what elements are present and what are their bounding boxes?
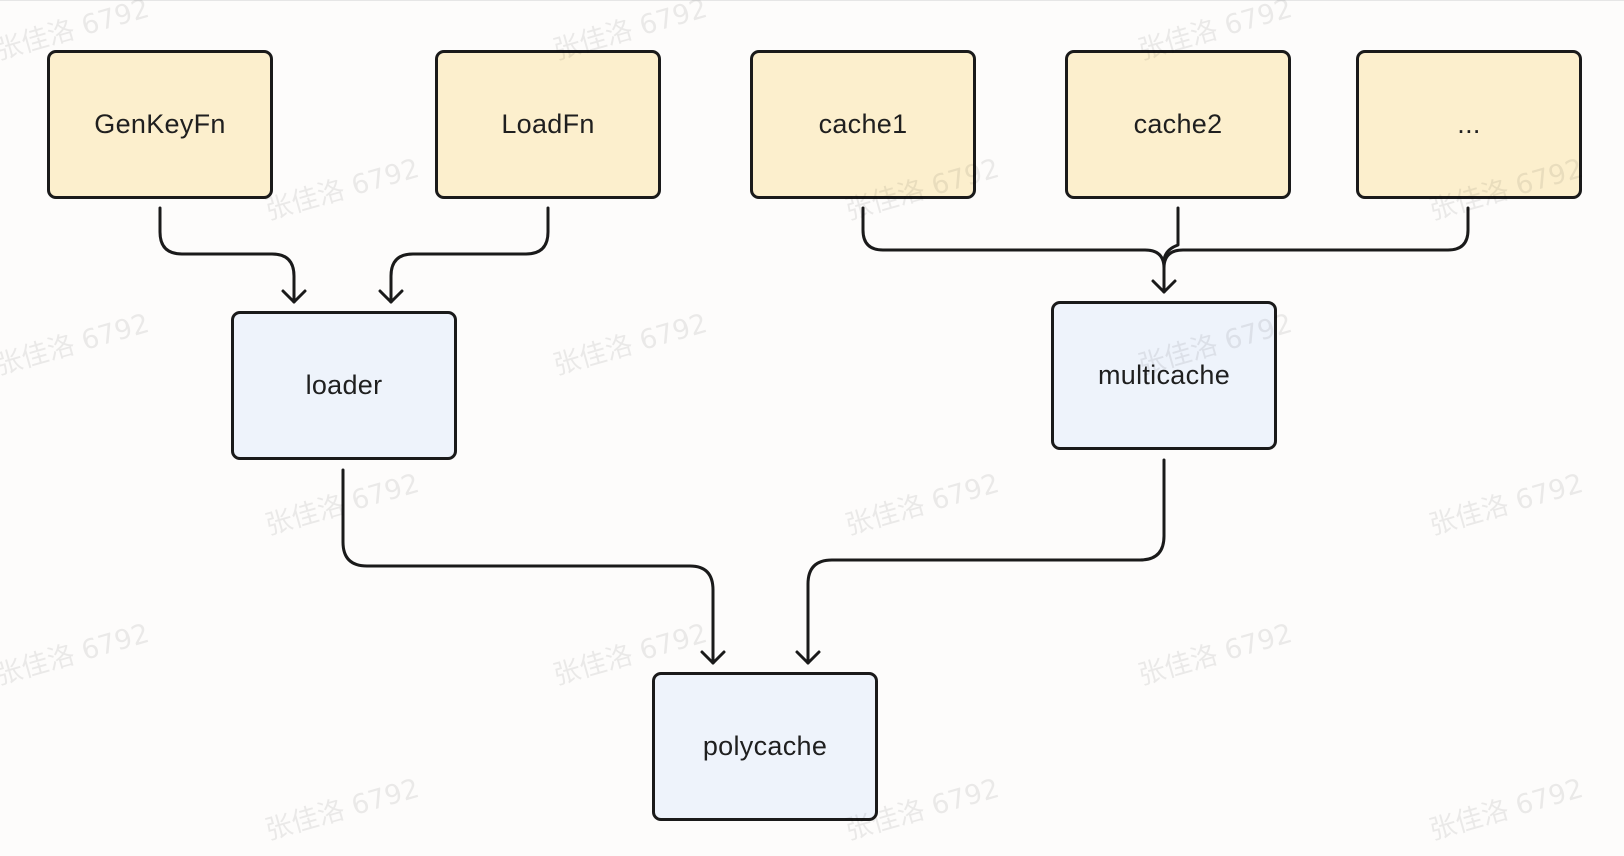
node-genkeyfn-label: GenKeyFn [94, 109, 226, 139]
node-genkeyfn: GenKeyFn [47, 50, 273, 199]
node-loadfn: LoadFn [435, 50, 661, 199]
node-more-label: ... [1457, 109, 1481, 139]
arrow-loader-polycache [700, 650, 726, 665]
node-cache2: cache2 [1065, 50, 1291, 199]
node-polycache-label: polycache [702, 731, 828, 761]
node-polycache: polycache [652, 672, 878, 821]
node-multicache: multicache [1051, 301, 1277, 450]
node-loader-label: loader [305, 370, 383, 400]
arrow-genkeyfn-loader [281, 289, 307, 304]
node-loader: loader [231, 311, 457, 460]
arrow-loadfn-loader [378, 289, 404, 304]
edge-loadfn-loader [389, 206, 550, 304]
node-multicache-label: multicache [1097, 360, 1231, 390]
node-loadfn-label: LoadFn [501, 109, 595, 139]
edge-genkeyfn-loader [158, 206, 296, 304]
arrow-multicache-polycache [795, 650, 821, 665]
edge-cache1-multicache [861, 206, 1166, 294]
top-border [0, 0, 1624, 1]
node-cache1-label: cache1 [818, 109, 908, 139]
edge-more-multicache [1162, 206, 1470, 270]
edge-loader-polycache [341, 468, 715, 665]
edge-multicache-polycache [806, 458, 1166, 665]
arrow-multicache [1151, 279, 1177, 294]
node-cache1: cache1 [750, 50, 976, 199]
node-more: ... [1356, 50, 1582, 199]
node-cache2-label: cache2 [1133, 109, 1223, 139]
